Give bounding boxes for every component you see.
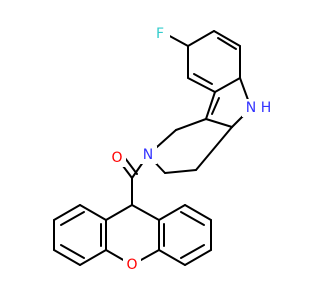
amide-nitrogen-label: N [143,147,153,163]
indole-nitrogen-label: N [246,100,256,116]
bond [60,244,85,259]
fluorine-atom-label: F [156,26,164,42]
bond [205,118,233,128]
bond [158,249,186,266]
bond [105,204,133,221]
bond [217,37,237,50]
bond [175,118,207,131]
bond [214,77,241,93]
structure-canvas: F N H N O O [53,25,272,274]
bond [180,211,205,226]
bond [184,204,212,221]
molecule-drawing: F N H N O O [53,25,272,274]
bond [193,73,213,85]
bond [158,204,186,221]
atom-labels: F N H N O O [108,25,272,274]
carbonyl-oxygen-label: O [111,150,122,166]
bond [184,249,212,266]
bond [79,204,107,221]
bond [205,91,216,120]
bond [53,204,81,221]
bond [131,204,160,221]
bond [164,169,197,174]
bond [60,211,85,226]
bond [180,244,205,259]
indole-hydrogen-label: H [261,100,272,116]
bond [79,249,107,266]
bond [195,126,233,171]
xanthene-oxygen-label: O [126,257,137,273]
bond [211,97,220,115]
bond [213,30,241,47]
bond [53,249,81,266]
bond [187,77,216,93]
bond [187,30,215,47]
